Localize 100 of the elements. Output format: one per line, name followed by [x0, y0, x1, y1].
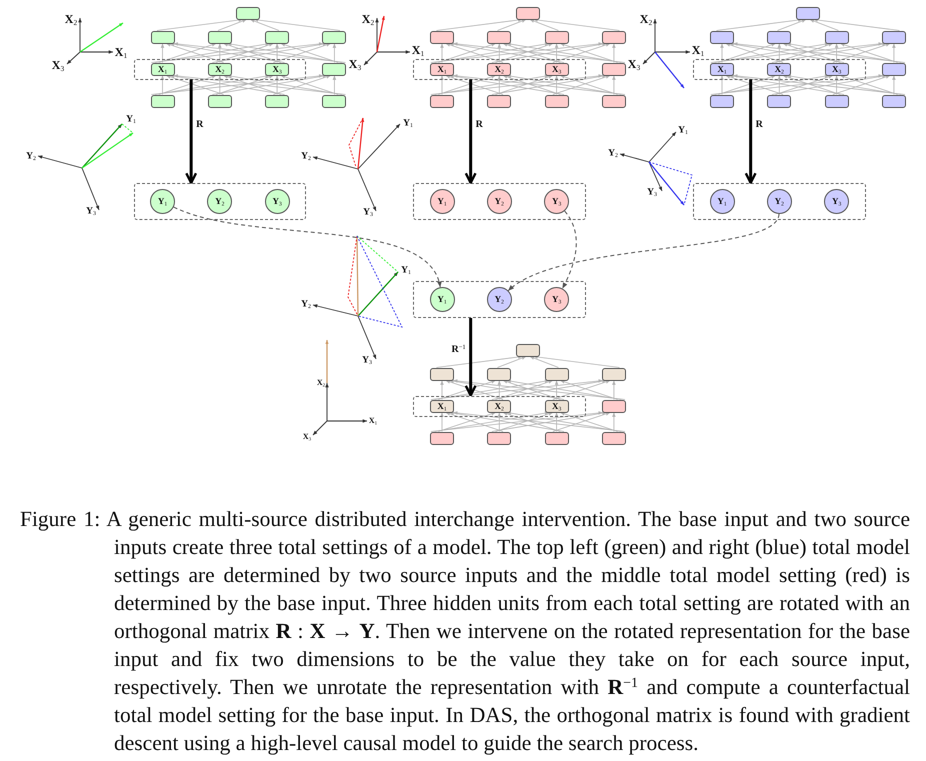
connection-arrow: [436, 18, 523, 31]
neuron-node: [150, 94, 174, 108]
neuron-node: [602, 400, 626, 412]
connection-arrow: [778, 75, 782, 95]
neuron-node: [516, 344, 540, 356]
dashed-group-frame: [413, 58, 586, 80]
connection-arrow: [226, 74, 342, 95]
connection-arrow: [560, 43, 618, 63]
connection-arrow: [718, 43, 776, 63]
rotated-unit-node: Y$_{1}$: [430, 189, 454, 214]
connection-arrow: [445, 43, 504, 63]
connection-arrow: [216, 43, 274, 63]
connection-arrow: [533, 18, 620, 31]
connection-arrow: [434, 42, 550, 63]
connection-arrow: [154, 42, 270, 63]
connection-arrow: [552, 43, 611, 63]
connection-arrow: [554, 43, 558, 63]
connection-arrow: [529, 356, 559, 368]
connection-arrow: [714, 74, 830, 95]
connection-arrow: [495, 380, 554, 400]
connection-arrow: [218, 43, 222, 63]
connection-arrow: [495, 43, 554, 63]
connection-arrow: [771, 42, 887, 63]
connection-arrow: [506, 411, 622, 432]
connection-arrow: [254, 18, 340, 31]
connection-arrow: [813, 18, 900, 31]
connection-arrow: [491, 411, 607, 432]
connection-arrow: [718, 75, 776, 95]
neuron-node: [710, 30, 734, 44]
neuron-node: [544, 30, 569, 44]
connection-arrow: [495, 75, 554, 95]
connection-arrow: [156, 18, 244, 31]
axis-label: X$_{1}$: [692, 44, 704, 56]
connection-arrow: [498, 380, 502, 400]
axis-label: X$_{3}$: [628, 58, 640, 70]
connection-arrow: [250, 19, 280, 31]
hidden-unit-node: X$_{1}$: [150, 62, 174, 76]
connection-arrow: [440, 412, 444, 432]
connection-arrow: [892, 43, 896, 63]
connection-arrow: [430, 379, 604, 400]
axis-label: Y$_{1}$: [678, 126, 688, 136]
connection-arrow: [436, 355, 523, 368]
connection-arrow: [502, 412, 561, 432]
connection-arrow: [552, 380, 611, 400]
rotated-unit-node: Y$_{2}$: [486, 189, 512, 214]
neuron-node: [322, 94, 346, 108]
connection-arrow: [332, 43, 336, 63]
connection-arrow: [612, 412, 616, 432]
neuron-node: [430, 368, 454, 380]
rotated-unit-node: Y$_{2}$: [766, 189, 792, 214]
connection-arrow: [154, 74, 270, 95]
connection-arrow: [502, 380, 561, 400]
connection-arrow: [786, 42, 902, 63]
connection-arrow: [491, 74, 607, 95]
connection-arrow: [438, 380, 496, 400]
hidden-unit-node: X$_{1}$: [710, 62, 734, 76]
axis-label: X$_{1}$: [114, 46, 128, 58]
connection-arrow: [438, 412, 496, 432]
dashed-group-frame: [134, 58, 306, 80]
hidden-unit-node: X$_{3}$: [544, 400, 569, 412]
neuron-node: [544, 432, 569, 444]
neuron-node: [430, 30, 454, 44]
connection-arrow: [710, 74, 884, 95]
connection-arrow: [216, 75, 274, 95]
neuron-node: [602, 432, 626, 444]
neuron-node: [430, 432, 454, 444]
hidden-unit-node: X$_{1}$: [430, 62, 454, 76]
connection-arrow: [771, 74, 887, 95]
neuron-node: [265, 30, 290, 44]
hidden-unit-node: X$_{3}$: [265, 62, 290, 76]
dashed-group-frame: [693, 183, 866, 220]
figure-caption: Figure 1: A generic multi-source distributed interchange intervention. The base input and two source inputs create three total settings of a model. The top left (green) and right (blue) total model settings are determined by two source inputs and the middle total model setting (red) is determined by the base input. Three hidden units from each total setting are rotated with an orthogonal matrix R : X → Y. Then we intervene on the rotated representation for the base input and fix two dimensions to be the value they take on for each source input, respectively. Then we unrotate the representation with R$^{−1}$ and compute a counterfactual total model setting for the base input. In DAS, the orthogonal matrix is found with gradient descent using a high-level causal model to guide the search process.: [20, 506, 910, 757]
axis-label: Y$_{1}$: [126, 115, 136, 125]
axis-label: Y$_{3}$: [86, 207, 96, 217]
connection-arrow: [497, 356, 526, 368]
axis-label: Y$_{1}$: [401, 266, 411, 276]
connection-arrow: [495, 412, 554, 432]
hidden-unit-node: X$_{2}$: [487, 62, 512, 76]
thick-arrow: [185, 80, 198, 184]
connection-arrow: [280, 75, 339, 95]
connection-arrow: [892, 75, 896, 95]
hidden-unit-node: X$_{2}$: [767, 62, 792, 76]
connection-arrow: [452, 74, 626, 95]
hidden-unit-node: X$_{3}$: [824, 62, 849, 76]
axis-label: Y$_{3}$: [362, 356, 372, 366]
thick-arrow: [744, 80, 757, 184]
axis-label: X$_{3}$: [52, 59, 64, 71]
connection-arrow: [498, 43, 502, 63]
neuron-node: [602, 30, 626, 44]
edge-label: R$^{−1}$: [450, 344, 467, 355]
connection-arrow: [552, 412, 611, 432]
dashed-curved-arrow: [508, 214, 780, 292]
connection-arrow: [716, 18, 803, 31]
connection-arrow: [725, 43, 784, 63]
axis-label: X$_{1}$: [412, 44, 424, 56]
connection-arrow: [434, 379, 550, 400]
connection-arrow: [720, 43, 724, 63]
connection-arrow: [280, 43, 339, 63]
neuron-node: [602, 62, 626, 76]
neuron-node: [824, 94, 849, 108]
